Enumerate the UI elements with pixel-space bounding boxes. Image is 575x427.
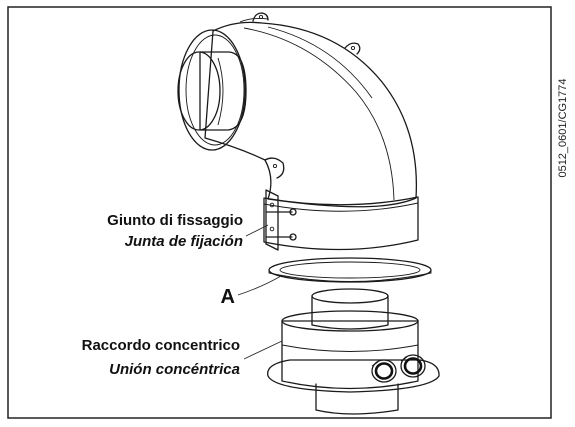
leader-concentric-fitting [243, 340, 283, 360]
label-fixing-joint-it: Giunto di fissaggio [107, 212, 243, 229]
label-part-a: A [221, 286, 235, 308]
elbow-collar [263, 196, 419, 251]
leader-part-a [237, 275, 282, 296]
figure-code: 0512_0601/CG1774 [557, 78, 569, 177]
leader-fixing-joint [245, 224, 269, 237]
elbow-bend [177, 12, 418, 208]
label-concentric-fitting-es: Unión concéntrica [109, 361, 240, 378]
label-fixing-joint-es: Junta de fijación [125, 233, 243, 250]
gasket-ring [268, 257, 432, 283]
label-concentric-fitting-it: Raccordo concentrico [82, 337, 240, 354]
concentric-fitting [267, 288, 440, 415]
